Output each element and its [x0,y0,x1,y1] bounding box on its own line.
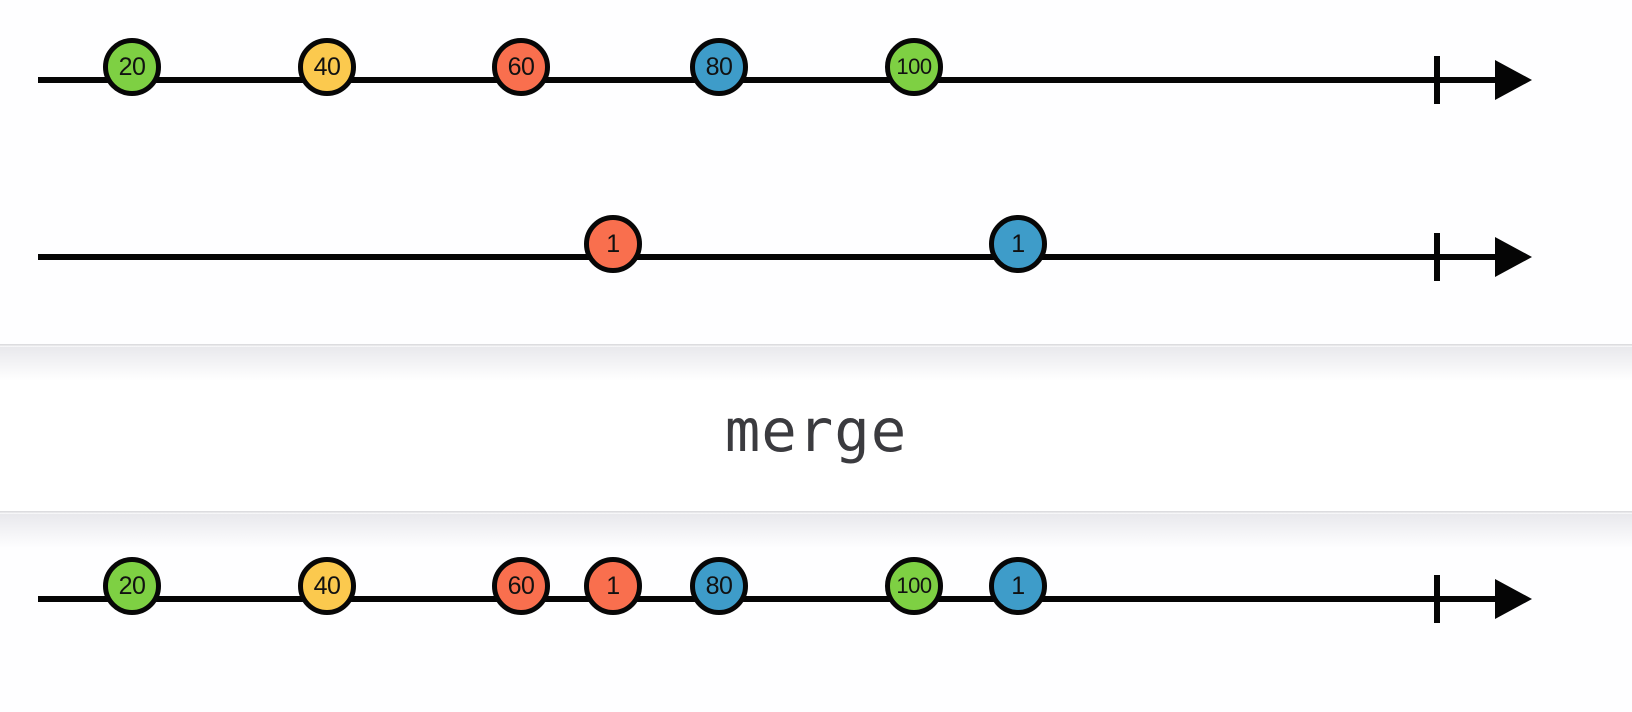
result-node-2[interactable]: 60 [492,557,550,615]
merge-operation-label: merge [724,396,908,465]
list-b-line [38,254,1513,260]
list-b-arrow-icon [1495,237,1532,277]
list-a-line [38,77,1513,83]
result-node-1[interactable]: 40 [298,557,356,615]
result-node-3[interactable]: 1 [584,557,642,615]
list-a-node-1[interactable]: 40 [298,38,356,96]
node-value: 1 [606,229,620,258]
list-b-node-1[interactable]: 1 [989,215,1047,273]
result-node-5[interactable]: 100 [885,557,943,615]
input-list-a-row: 20 40 60 80 100 [0,20,1632,140]
node-value: 1 [1011,229,1025,258]
list-b-null-tick-icon [1434,233,1440,281]
list-a-node-0[interactable]: 20 [103,38,161,96]
list-a-node-4[interactable]: 100 [885,38,943,96]
result-null-tick-icon [1434,575,1440,623]
node-value: 80 [705,52,733,81]
result-node-0[interactable]: 20 [103,557,161,615]
node-value: 80 [705,571,733,600]
list-b-node-0[interactable]: 1 [584,215,642,273]
node-value: 100 [896,54,932,79]
panel-divider-bottom [0,511,1632,514]
merged-result-row: 20 40 60 1 80 100 1 [0,539,1632,659]
input-list-b-row: 1 1 [0,197,1632,317]
node-value: 1 [606,571,620,600]
list-a-node-2[interactable]: 60 [492,38,550,96]
result-line [38,596,1513,602]
result-node-6[interactable]: 1 [989,557,1047,615]
node-value: 100 [896,573,932,598]
list-a-null-tick-icon [1434,56,1440,104]
node-value: 40 [313,52,341,81]
panel-divider-top [0,344,1632,347]
input-lists-panel [0,0,1632,345]
node-value: 20 [118,571,146,600]
list-a-node-3[interactable]: 80 [690,38,748,96]
node-value: 60 [507,52,535,81]
node-value: 1 [1011,571,1025,600]
node-value: 40 [313,571,341,600]
result-arrow-icon [1495,579,1532,619]
result-node-4[interactable]: 80 [690,557,748,615]
list-a-arrow-icon [1495,60,1532,100]
node-value: 60 [507,571,535,600]
node-value: 20 [118,52,146,81]
